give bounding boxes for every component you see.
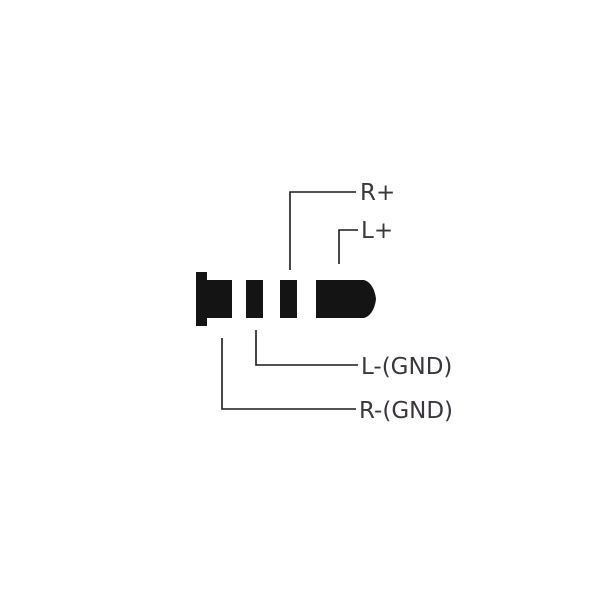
lead-line-r-minus	[221, 338, 356, 410]
plug-ring-1	[280, 280, 297, 318]
label-r-minus-gnd: R-(GND)	[359, 398, 453, 424]
plug-ring-2	[246, 280, 263, 318]
label-r-plus: R+	[360, 180, 395, 206]
plug-tip	[316, 280, 376, 318]
lead-line-l-minus	[255, 330, 358, 366]
label-l-plus: L+	[361, 218, 393, 244]
label-l-minus-gnd: L-(GND)	[361, 354, 452, 380]
lead-line-l-plus	[338, 229, 358, 264]
plug-sleeve-collar	[196, 272, 232, 326]
lead-line-r-plus	[289, 191, 356, 270]
